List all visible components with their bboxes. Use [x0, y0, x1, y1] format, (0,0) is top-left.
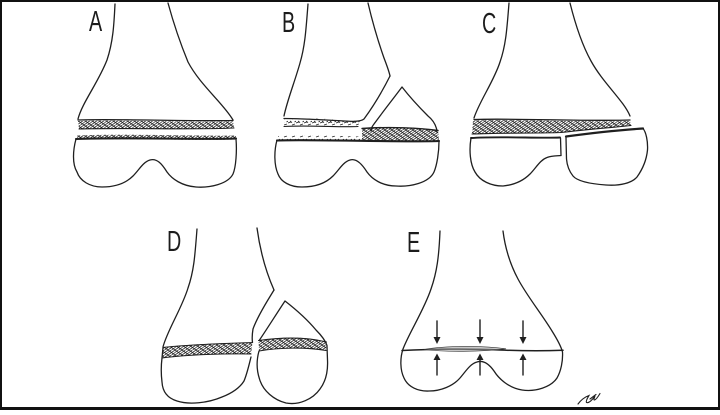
fracture-line: [251, 289, 275, 344]
femur-outline: [400, 230, 564, 392]
physis-band-edge: [161, 341, 254, 359]
up-arrow-icon: [433, 353, 441, 376]
bone-drawing-e: [400, 230, 564, 392]
bone-drawing-c: [469, 2, 649, 187]
physis-band-edge: [361, 126, 439, 132]
down-arrow-icon: [476, 319, 484, 344]
up-arrow-icon: [519, 353, 527, 376]
artist-signature-scribble-icon: [577, 392, 601, 405]
epiphysis-outline: [72, 138, 238, 188]
physis-band: [78, 120, 234, 129]
compression-arrows-down: [433, 319, 527, 344]
epiphysis-top-edge: [470, 136, 561, 139]
femur-shaft-outline: [167, 2, 234, 121]
bone-drawing-d: [160, 227, 329, 405]
physis-band-edge: [78, 127, 235, 130]
physis-band-heavy: [362, 127, 439, 142]
metaphysis-bottom-edge: [473, 118, 631, 122]
epiphysis-top-edge: [275, 139, 441, 143]
metaphysis-bottom-edge: [77, 118, 234, 122]
femur-shaft-outline: [367, 2, 391, 77]
epiphysis-fragment-left: [469, 137, 562, 187]
panel-label-d: D: [167, 226, 182, 258]
epiphysis-top-edge: [74, 137, 238, 141]
femur-shaft-outline: [473, 2, 510, 119]
panel-label-c: C: [482, 8, 497, 40]
fracture-line: [283, 75, 391, 123]
femur-shaft-outline: [162, 228, 198, 348]
up-arrow-icon: [476, 353, 484, 376]
physis-band-edge: [283, 125, 359, 128]
epiphysis-outline: [274, 139, 440, 188]
panel-label-a: A: [89, 6, 103, 38]
bone-drawing-a: [72, 2, 238, 188]
panel-label-b: B: [282, 7, 296, 39]
physis-band: [472, 120, 631, 134]
epiphysis-fragment-top-edge: [564, 127, 645, 138]
compression-arrows-up: [433, 353, 527, 376]
down-arrow-icon: [433, 320, 441, 344]
bone-drawing-b: [274, 2, 441, 188]
physis-band: [284, 118, 360, 127]
panel-label-e: E: [407, 227, 421, 259]
physis-lens: [423, 346, 507, 352]
fragment-physis-edge: [257, 337, 328, 352]
down-arrow-icon: [519, 320, 527, 344]
femur-shaft-outline: [569, 2, 631, 117]
fragment-physis-band: [258, 337, 327, 351]
physis-band-edge: [471, 124, 632, 135]
fragment-condyle-outline: [256, 345, 329, 405]
femur-shaft-outline: [283, 3, 309, 117]
epiphysis-fragment-right: [565, 127, 649, 186]
femur-shaft-outline: [77, 3, 116, 120]
femur-shaft-outline: [256, 227, 275, 291]
epiphysis-outline: [160, 346, 252, 404]
physis-band: [162, 342, 253, 358]
